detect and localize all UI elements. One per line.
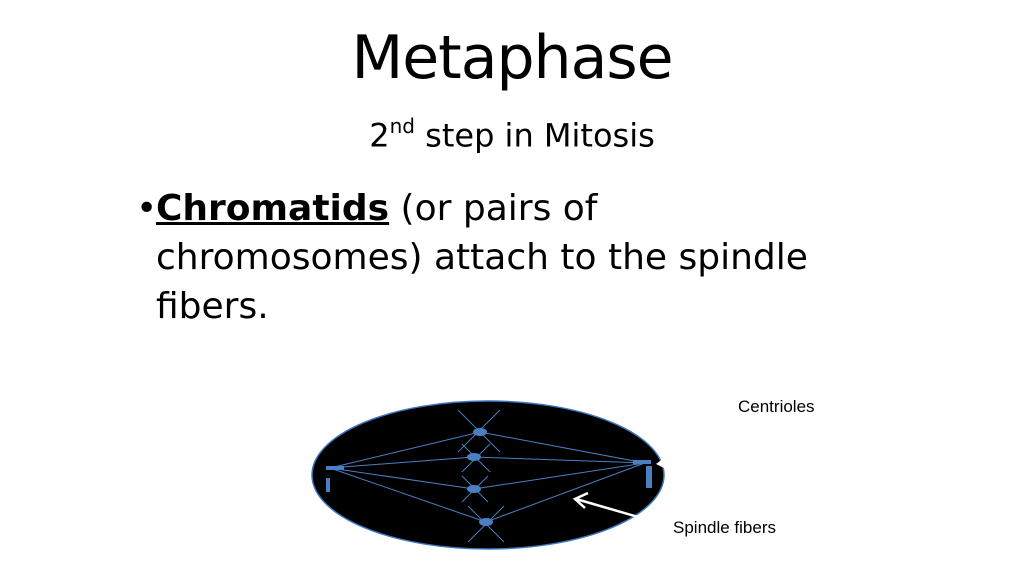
bullet-term: Chromatids [156, 188, 390, 229]
centriole-left-vertical [326, 478, 330, 492]
cell-body [311, 400, 665, 550]
bullet-point: • Chromatids (or pairs of chromosomes) a… [136, 184, 856, 331]
spindle-fibers-label: Spindle fibers [673, 518, 777, 537]
chromatid-2 [467, 453, 481, 461]
chromatid-3 [467, 485, 481, 493]
subtitle-superscript: nd [389, 114, 415, 138]
chromatid-1 [473, 428, 487, 436]
subtitle-number: 2 [369, 116, 390, 155]
centriole-pointer-arrowhead [656, 458, 664, 468]
spindle-fiber-arrow [572, 491, 653, 523]
centriole-left-horizontal [326, 466, 344, 470]
subtitle-rest: step in Mitosis [414, 116, 655, 155]
bullet-marker: • [136, 188, 158, 229]
centrioles-label: Centrioles [738, 397, 815, 416]
slide-title: Metaphase [351, 23, 673, 93]
spindle-fibers [329, 431, 646, 523]
centriole-right-horizontal [633, 460, 651, 464]
slide-subtitle: 2nd step in Mitosis [0, 106, 1024, 158]
bullet-description: (or pairs of chromosomes) attach to the … [156, 188, 808, 327]
bullet-text: Chromatids (or pairs of chromosomes) att… [156, 184, 856, 331]
chromatid-4 [479, 518, 493, 526]
centriole-right-vertical [646, 466, 652, 488]
